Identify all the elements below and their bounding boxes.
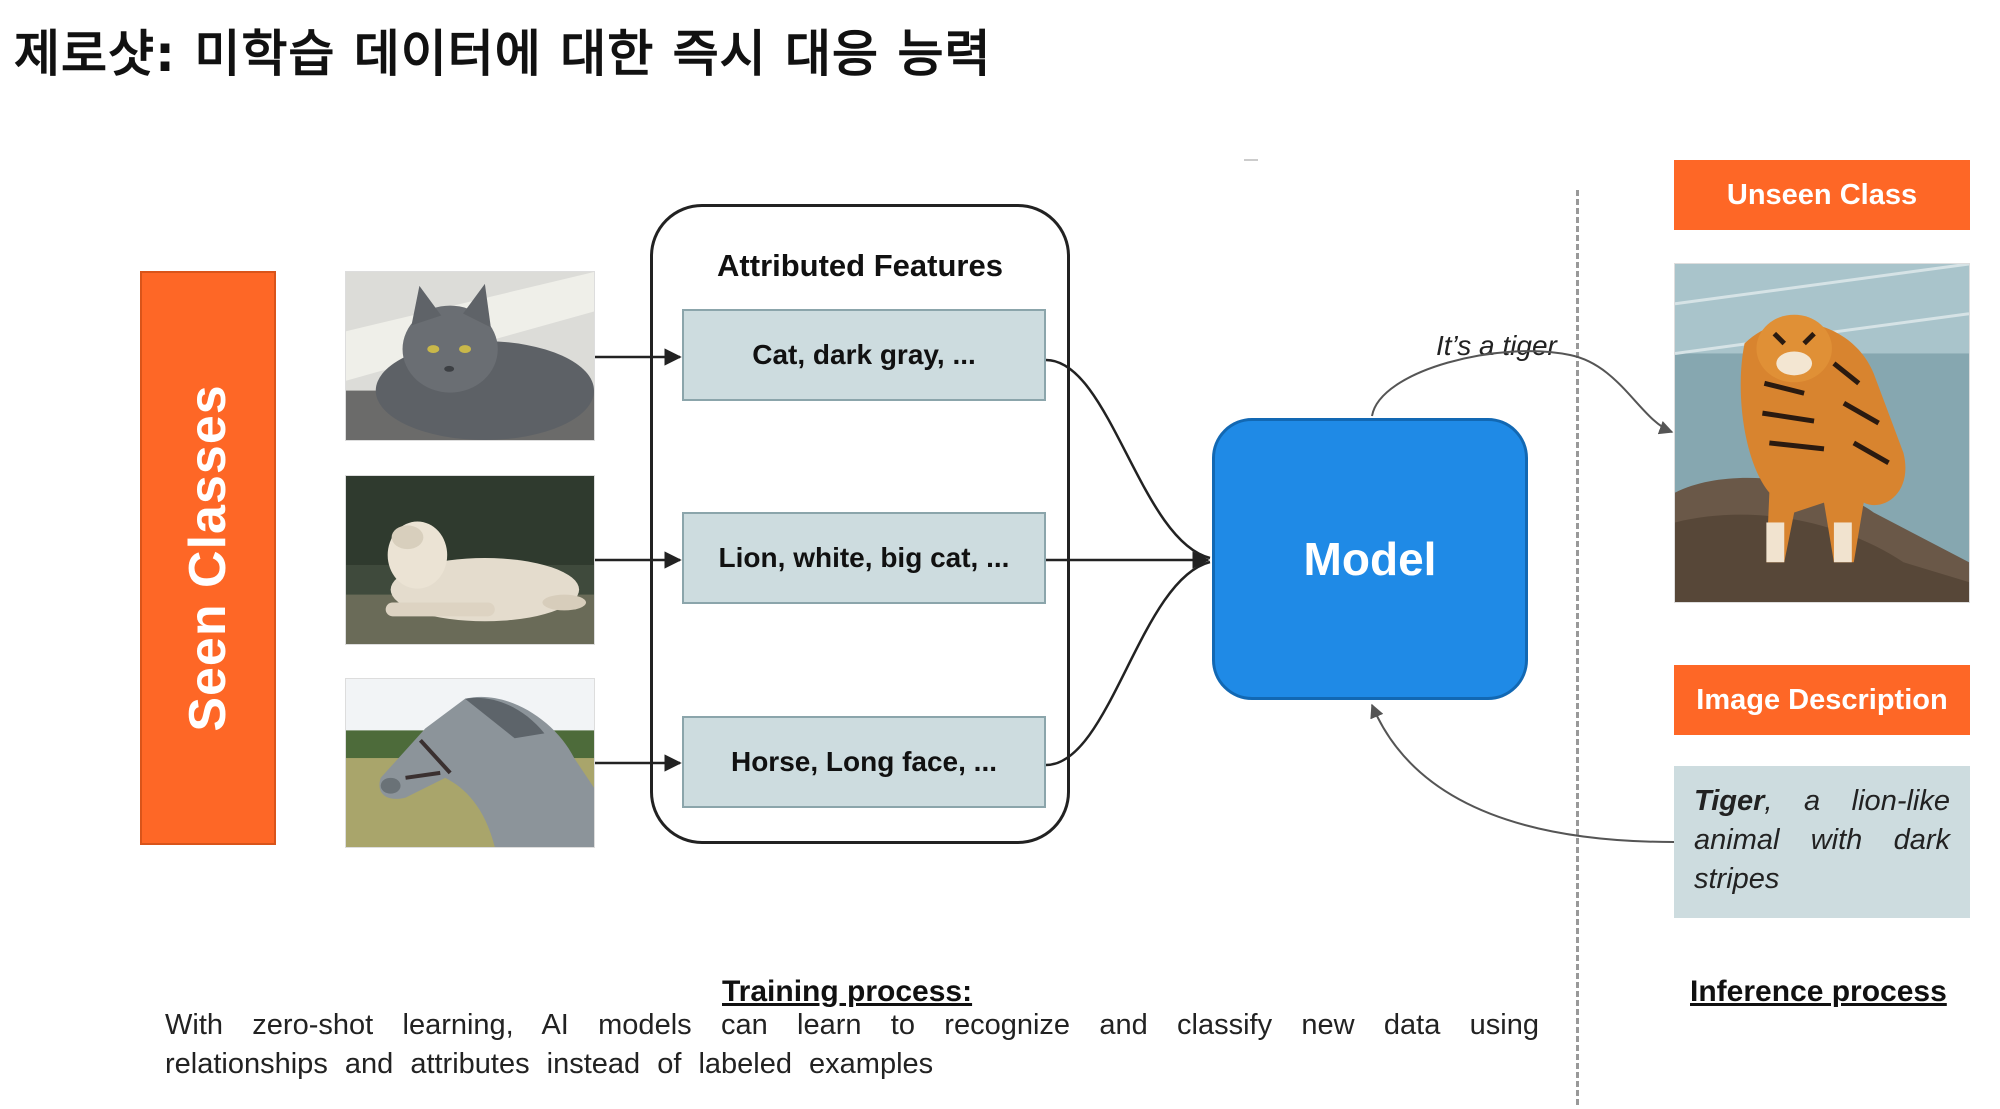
training-process-description: With zero-shot learning, AI models can l… xyxy=(165,1009,1539,1080)
unseen-class-label: Unseen Class xyxy=(1674,160,1970,230)
stray-mark xyxy=(1244,159,1258,161)
attributed-features-box xyxy=(650,204,1070,844)
image-description-text: Tiger, a lion-like animal with dark stri… xyxy=(1674,766,1970,918)
feature-lion: Lion, white, big cat, ... xyxy=(682,512,1046,604)
horse-feature-to-model-line xyxy=(1045,560,1211,767)
model-box: Model xyxy=(1212,418,1528,700)
horse-photo xyxy=(345,678,595,848)
inference-process-caption: Inference process xyxy=(1690,975,1947,1008)
process-divider xyxy=(1576,190,1579,1105)
horse-photo-icon xyxy=(346,679,594,847)
feature-cat: Cat, dark gray, ... xyxy=(682,309,1046,401)
cat-photo xyxy=(345,271,595,441)
description-body: , a lion-like animal with dark stripes xyxy=(1694,785,1950,895)
attributed-features-title: Attributed Features xyxy=(717,248,1003,283)
photo-to-feature-arrows xyxy=(595,348,682,772)
lion-photo xyxy=(345,475,595,645)
model-label: Model xyxy=(1303,533,1437,585)
tiger-photo-icon xyxy=(1675,264,1969,602)
white-lion-photo-icon xyxy=(346,476,594,644)
description-to-model-arrow xyxy=(1370,703,1675,843)
cat-photo-icon xyxy=(346,272,594,440)
training-process-caption: Training process: xyxy=(722,975,973,1008)
prediction-caption: It’s a tiger xyxy=(1436,330,1557,361)
description-class-name: Tiger xyxy=(1694,785,1765,817)
feature-horse: Horse, Long face, ... xyxy=(682,716,1046,808)
seen-classes-bar: Seen Classes xyxy=(140,271,276,845)
page-title: 제로샷: 미학습 데이터에 대한 즉시 대응 능력 xyxy=(14,25,992,83)
cat-feature-to-model-line xyxy=(1045,358,1211,560)
model-to-tiger-arrow xyxy=(1371,350,1674,435)
feature-to-model-arrows xyxy=(1045,358,1211,767)
image-description-label: Image Description xyxy=(1674,665,1970,735)
tiger-photo xyxy=(1674,263,1970,603)
